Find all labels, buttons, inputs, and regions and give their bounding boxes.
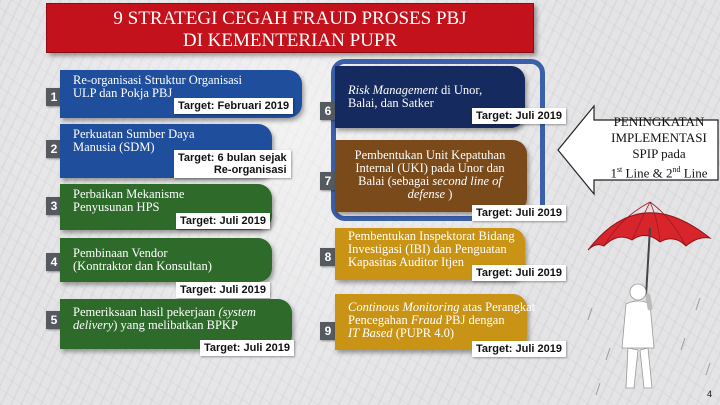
strategy-7-line-4: defense )	[341, 188, 519, 201]
strategy-7-line-3-text: Balai (sebagai	[358, 174, 432, 188]
strategy-2-target-line-1: Target: 6 bulan sejak	[178, 152, 287, 164]
strategy-9-line-2-text-a: Pencegahan	[348, 313, 411, 327]
strategy-3-target: Target: Juli 2019	[176, 213, 270, 229]
umbrella-figure-illustration	[580, 188, 718, 398]
callout-line-3: SPIP pada	[600, 146, 718, 162]
title-line-1: 9 STRATEGI CEGAH FRAUD PROSES PBJ	[47, 8, 533, 30]
strategy-1-target: Target: Februari 2019	[174, 98, 293, 114]
strategy-7-line-4-text: )	[445, 187, 452, 201]
strategy-7-target: Target: Juli 2019	[472, 205, 566, 221]
strategy-6-line-1-italic: Risk Management	[348, 83, 438, 97]
strategy-4-target: Target: Juli 2019	[176, 282, 270, 298]
strategy-9-line-2-italic: Fraud	[411, 313, 442, 327]
callout-line-4: 1st Line & 2nd Line	[600, 162, 718, 181]
strategy-9-line-3-text: (PUPR 4.0)	[393, 326, 454, 340]
callout-line-4-c: Line	[680, 165, 707, 180]
strategy-9-line-3-italic: IT Based	[348, 326, 393, 340]
strategy-5-line-1-italic: (system	[218, 305, 256, 319]
strategy-5-line-1-text: Pemeriksaan hasil pekerjaan	[73, 305, 218, 319]
strategy-5-target: Target: Juli 2019	[200, 340, 294, 356]
callout-line-2: IMPLEMENTASI	[600, 130, 718, 146]
strategy-9-number: 9	[320, 322, 336, 340]
callout-text: PENINGKATAN IMPLEMENTASI SPIP pada 1st L…	[600, 114, 718, 181]
strategy-7-number: 7	[320, 172, 336, 190]
strategy-7-line-4-italic: defense	[408, 187, 445, 201]
strategy-9-line-1-text: atas Perangkat	[459, 300, 535, 314]
strategy-9-line-2-text-b: PBJ dengan	[442, 313, 505, 327]
strategy-6-target: Target: Juli 2019	[472, 108, 566, 124]
strategy-8-target: Target: Juli 2019	[472, 265, 566, 281]
strategy-5-line-2-italic: delivery	[73, 318, 113, 332]
page-title: 9 STRATEGI CEGAH FRAUD PROSES PBJ DI KEM…	[46, 3, 534, 53]
callout-line-1: PENINGKATAN	[600, 114, 718, 130]
strategy-9-target: Target: Juli 2019	[472, 341, 566, 357]
strategy-8-number: 8	[320, 248, 336, 266]
callout-line-4-b: Line & 2	[622, 165, 672, 180]
strategy-6-number: 6	[320, 102, 336, 120]
strategy-2-target: Target: 6 bulan sejak Re-organisasi	[174, 150, 291, 178]
strategy-7-bar: Pembentukan Unit Kepatuhan Internal (UKI…	[335, 140, 527, 212]
strategy-9-line-1-italic: Continous Monitoring	[348, 300, 459, 314]
spip-callout: PENINGKATAN IMPLEMENTASI SPIP pada 1st L…	[556, 100, 720, 200]
strategy-5-line-2-text: ) yang melibatkan BPKP	[113, 318, 238, 332]
strategy-9-line-3: IT Based (PUPR 4.0)	[348, 327, 519, 340]
strategy-5-line-2: delivery) yang melibatkan BPKP	[73, 319, 284, 332]
strategy-4-bar: Pembinaan Vendor (Kontraktor dan Konsult…	[60, 238, 272, 282]
strategy-2-target-line-2: Re-organisasi	[178, 164, 287, 176]
strategy-4-line-2: (Kontraktor dan Konsultan)	[73, 260, 264, 273]
strategy-7-line-3-italic: second line of	[432, 174, 501, 188]
strategy-6-line-1-text: di Unor,	[438, 83, 482, 97]
title-line-2: DI KEMENTERIAN PUPR	[47, 30, 533, 52]
page-number: 4	[707, 389, 712, 399]
